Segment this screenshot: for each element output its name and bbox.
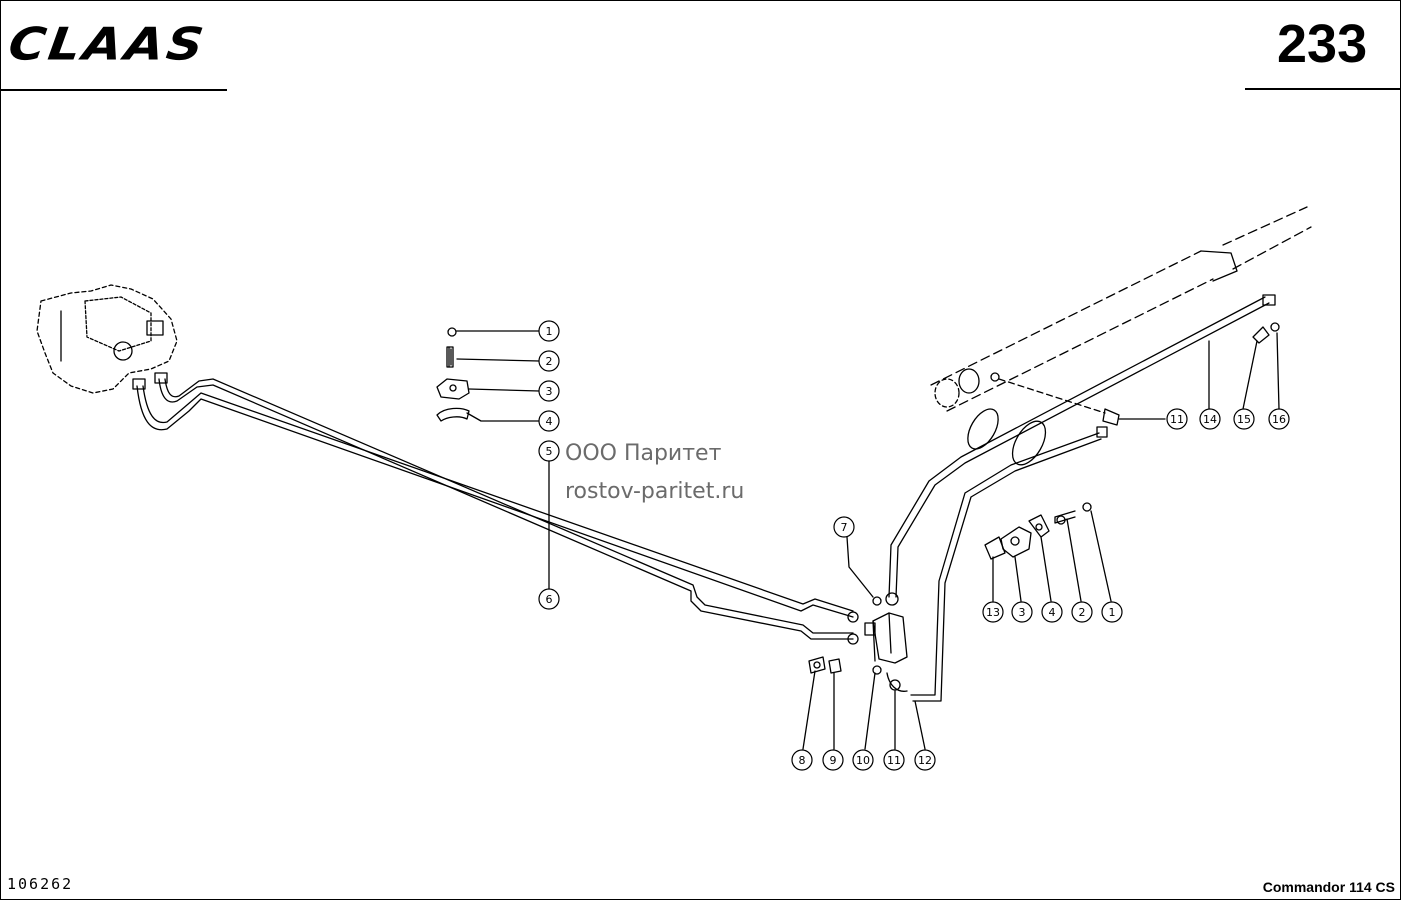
- callout-number: 14: [1203, 413, 1217, 426]
- callout-c-left-5: 5: [538, 440, 560, 462]
- header-rule-left: [1, 89, 227, 91]
- callout-circle: [1101, 601, 1123, 623]
- callout-number: 2: [1079, 606, 1086, 619]
- callout-number: 7: [841, 521, 848, 534]
- callout-number: 1: [546, 325, 553, 338]
- callout-circle: [883, 749, 905, 771]
- callout-number: 8: [799, 754, 806, 767]
- callout-c-7: 7: [833, 516, 855, 538]
- leader-lines: [456, 330, 1280, 750]
- callout-c-11-low: 11: [883, 749, 905, 771]
- callout-c-left-2: 2: [538, 350, 560, 372]
- callout-circle: [833, 516, 855, 538]
- callout-circle: [982, 601, 1004, 623]
- callout-number: 1: [1109, 606, 1116, 619]
- callout-c-right-4: 4: [1041, 601, 1063, 623]
- callout-c-11-top: 11: [1166, 408, 1188, 430]
- callout-circle: [822, 749, 844, 771]
- callout-number: 11: [1170, 413, 1184, 426]
- callout-c-right-3: 3: [1011, 601, 1033, 623]
- hydraulic-cylinder: [930, 206, 1312, 414]
- callout-circle: [538, 410, 560, 432]
- callout-number: 6: [546, 593, 553, 606]
- page-number: 233: [1277, 14, 1368, 74]
- coiled-pipe-pair: [888, 294, 1280, 702]
- clamp-kit-right: [984, 502, 1092, 560]
- callout-c-15: 15: [1233, 408, 1255, 430]
- callout-circle: [538, 440, 560, 462]
- callout-number: 4: [546, 415, 553, 428]
- header-rule-right: [1245, 88, 1400, 90]
- callout-c-14: 14: [1199, 408, 1221, 430]
- control-valve-block: [36, 284, 178, 394]
- callout-circle: [1233, 408, 1255, 430]
- callout-circle: [1011, 601, 1033, 623]
- long-pipe-pair: [132, 372, 859, 645]
- callout-c-left-1: 1: [538, 320, 560, 342]
- callout-circle: [538, 380, 560, 402]
- callout-number: 3: [1019, 606, 1026, 619]
- callout-circle: [538, 350, 560, 372]
- callout-c-right-2: 2: [1071, 601, 1093, 623]
- callout-circle: [1268, 408, 1290, 430]
- callout-number: 10: [856, 754, 870, 767]
- callout-circle: [538, 320, 560, 342]
- callout-c-10: 10: [852, 749, 874, 771]
- callout-number: 3: [546, 385, 553, 398]
- clamp-kit-left: [436, 327, 470, 422]
- callout-c-right-1: 1: [1101, 601, 1123, 623]
- callout-number: 9: [830, 754, 837, 767]
- callout-c-left-6: 6: [538, 588, 560, 610]
- callout-number: 15: [1237, 413, 1251, 426]
- callout-c-9: 9: [822, 749, 844, 771]
- callout-circle: [1166, 408, 1188, 430]
- callout-number: 13: [986, 606, 1000, 619]
- coupling-block: [808, 592, 908, 692]
- watermark-url: rostov-paritet.ru: [565, 479, 745, 504]
- callout-number: 12: [918, 754, 932, 767]
- callout-circle: [1071, 601, 1093, 623]
- drawing-number: 106262: [7, 875, 74, 893]
- callout-c-left-3: 3: [538, 380, 560, 402]
- callout-c-left-4: 4: [538, 410, 560, 432]
- watermark-company: ООО Паритет: [565, 441, 722, 466]
- callout-number: 2: [546, 355, 553, 368]
- callout-c-8: 8: [791, 749, 813, 771]
- callout-c-12: 12: [914, 749, 936, 771]
- callout-circle: [538, 588, 560, 610]
- callout-circle: [791, 749, 813, 771]
- callout-circle: [914, 749, 936, 771]
- callout-c-13: 13: [982, 601, 1004, 623]
- callout-number: 11: [887, 754, 901, 767]
- callout-number: 16: [1272, 413, 1286, 426]
- machine-model: Commandor 114 CS: [1262, 879, 1395, 895]
- callout-c-16: 16: [1268, 408, 1290, 430]
- callout-number: 5: [546, 445, 553, 458]
- callout-circle: [852, 749, 874, 771]
- callout-circle: [1199, 408, 1221, 430]
- callout-number: 4: [1049, 606, 1056, 619]
- callout-circle: [1041, 601, 1063, 623]
